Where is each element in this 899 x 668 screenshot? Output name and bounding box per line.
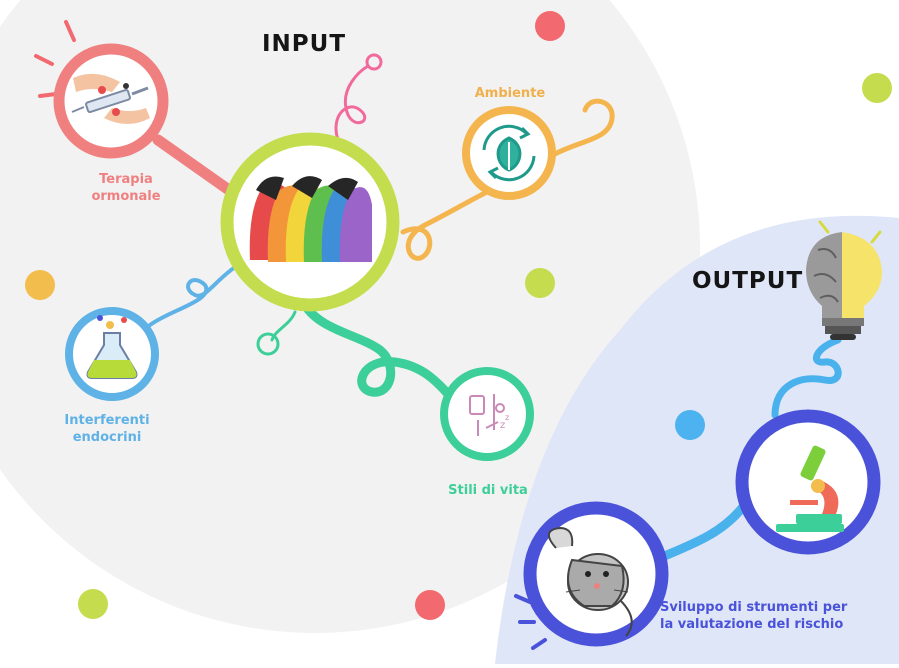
connector-loop-teal-end [256, 332, 280, 356]
decor-dot [25, 270, 55, 300]
connector-terapia [152, 134, 242, 201]
connector-top-pink-end [365, 53, 383, 71]
brain-lightbulb-icon [806, 232, 882, 340]
ambiente-node [462, 106, 556, 200]
interferenti-node [65, 307, 159, 401]
decor-dot [525, 268, 555, 298]
interferenti-label: Interferenti endocrini [62, 413, 152, 447]
decor-dot [78, 589, 108, 619]
stili-ring [440, 367, 534, 461]
ambiente-label: Ambiente [474, 86, 546, 101]
connector-interferenti [148, 263, 240, 327]
connector-ambiente [400, 185, 498, 261]
stili-label: Stili di vita [448, 483, 528, 498]
decor-dot [675, 410, 705, 440]
hub-node [220, 132, 400, 312]
diverse-faces-icon [249, 176, 372, 262]
connector-top-pink-curl [334, 64, 370, 142]
connector-microscope-bulb [771, 336, 842, 419]
lifestyle-icon: z z [469, 394, 509, 436]
microscope-node [735, 409, 881, 555]
decor-dot [415, 590, 445, 620]
sparkle [818, 220, 830, 234]
interferenti-label-line2: endocrini [72, 429, 142, 445]
sparkle [34, 54, 54, 66]
microscope-icon [776, 445, 844, 532]
recycle-leaf-icon [482, 124, 536, 182]
sparkle [870, 230, 882, 244]
syringe-hands-icon [71, 73, 150, 124]
input-title: INPUT [262, 31, 347, 57]
mouse-node [523, 501, 669, 647]
svg-text:z: z [500, 420, 505, 431]
terapia-node [53, 43, 169, 159]
connector-stili [300, 300, 460, 407]
sparkle [514, 594, 532, 604]
sviluppo-label: Sviluppo di strumenti per la valutazione… [660, 600, 890, 634]
sparkle [38, 92, 58, 98]
decor-dot [535, 11, 565, 41]
mouse-icon [548, 526, 633, 637]
stili-node: z z [440, 367, 534, 461]
terapia-label-line2: ormonale [91, 188, 161, 204]
connector-ambiente-curl [550, 98, 615, 158]
svg-text:z: z [505, 413, 509, 422]
terapia-label: Terapia ormonale [70, 172, 182, 206]
flask-icon [86, 315, 138, 379]
terapia-label-line1: Terapia [99, 172, 153, 187]
connector-loop-teal [270, 310, 297, 342]
sparkle [531, 638, 547, 650]
decor-dot [862, 73, 892, 103]
sviluppo-label-line2: la valutazione del rischio [660, 616, 844, 632]
sparkles [34, 20, 882, 650]
sparkle [64, 20, 76, 42]
output-title: OUTPUT [692, 268, 804, 294]
sviluppo-label-line1: Sviluppo di strumenti per [660, 600, 848, 615]
interferenti-label-line1: Interferenti [64, 413, 150, 428]
